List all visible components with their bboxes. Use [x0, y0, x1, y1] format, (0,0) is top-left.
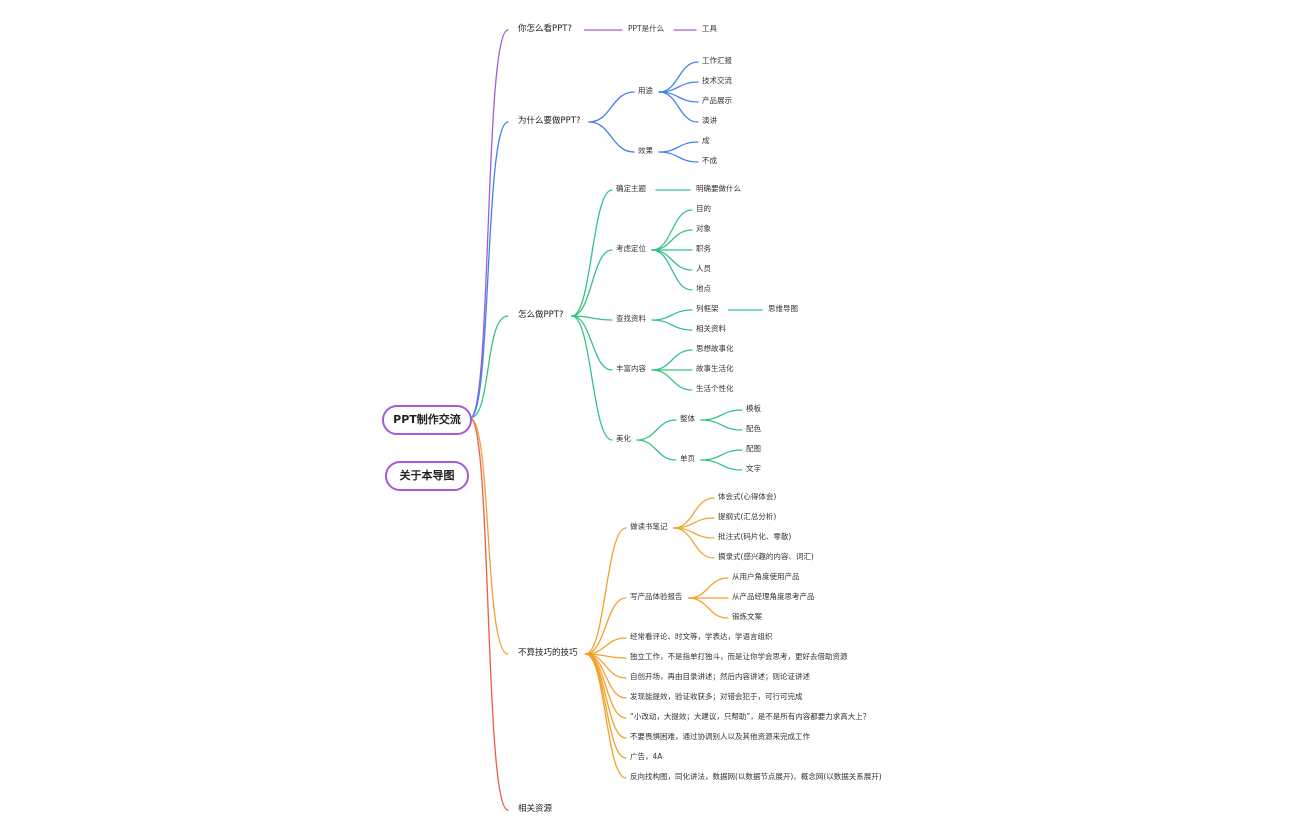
- child-node[interactable]: 做读书笔记: [630, 522, 668, 531]
- leaf-node[interactable]: 相关资料: [696, 324, 726, 333]
- child-connector: [584, 653, 627, 759]
- child-connector: [584, 653, 627, 779]
- leaf-node[interactable]: 配图: [746, 444, 761, 453]
- child-node[interactable]: 发现能提效，验证收获多；对错会犯于，可行可完成: [630, 692, 803, 701]
- branch-connector: [469, 315, 509, 419]
- child-node[interactable]: PPT是什么: [628, 24, 665, 33]
- leaf-connector: [651, 229, 693, 251]
- child-connector: [588, 121, 635, 153]
- leaf-node[interactable]: 目的: [696, 204, 711, 213]
- leaf-connector: [651, 319, 693, 331]
- leaf-node[interactable]: 体会式(心得体会): [718, 492, 777, 501]
- child-connector: [584, 597, 627, 655]
- leaf-connector: [651, 349, 693, 371]
- leaf-node[interactable]: 技术交流: [702, 76, 732, 85]
- leaf-node[interactable]: 工作汇报: [702, 56, 732, 65]
- leaf-connector: [658, 91, 699, 123]
- child-connector: [571, 315, 613, 441]
- leaf-connector: [658, 151, 699, 163]
- leaf-connector: [700, 419, 743, 431]
- leaf-connector: [672, 527, 715, 559]
- branch-connector: [469, 29, 509, 419]
- child-node[interactable]: “小改动，大提效；大建议，只帮助”，是不是所有内容都要力求高大上？: [630, 712, 871, 721]
- leaf-node[interactable]: 思维导图: [768, 304, 798, 313]
- leaf-node[interactable]: 地点: [696, 284, 711, 293]
- leaf-node[interactable]: 不成: [702, 156, 717, 165]
- leaf-connector: [700, 459, 743, 471]
- child-connector: [571, 189, 613, 317]
- leaf-node[interactable]: 对象: [696, 224, 711, 233]
- child-connector: [571, 315, 613, 321]
- leaf-connector: [658, 141, 699, 153]
- branch-connector: [469, 417, 509, 811]
- leaf-connector: [636, 419, 677, 441]
- about-node[interactable]: 关于本导图: [385, 461, 469, 491]
- branch-node[interactable]: 为什么要做PPT?: [518, 116, 581, 126]
- branch-node[interactable]: 相关资源: [518, 804, 553, 814]
- child-node[interactable]: 经常看评论、时文等，学表达，学语言组织: [630, 632, 773, 641]
- leaf-node[interactable]: 人员: [696, 264, 711, 273]
- leaf-connector: [651, 249, 693, 291]
- leaf-node[interactable]: 单页: [680, 454, 695, 463]
- leaf-connector: [651, 369, 693, 391]
- leaf-connector: [651, 249, 693, 271]
- leaf-connector: [651, 209, 693, 251]
- leaf-connector: [700, 449, 743, 461]
- child-node[interactable]: 反向找构图，同化讲法，数据网(以数据节点展开)、概念网(以数据关系展开): [630, 772, 882, 781]
- child-connector: [571, 315, 613, 371]
- child-node[interactable]: 广告，4A: [630, 752, 663, 761]
- child-connector: [584, 527, 627, 655]
- leaf-node[interactable]: 成: [702, 136, 710, 145]
- child-node[interactable]: 丰富内容: [616, 364, 646, 373]
- leaf-node[interactable]: 思想故事化: [696, 344, 734, 353]
- child-connector: [588, 91, 635, 123]
- leaf-node[interactable]: 明确要做什么: [696, 184, 741, 193]
- child-node[interactable]: 考虑定位: [616, 244, 646, 253]
- child-node[interactable]: 独立工作，不是指单打独斗，而是让你学会思考，更好去借助资源: [630, 652, 848, 661]
- branch-connector: [469, 121, 509, 419]
- leaf-node[interactable]: 故事生活化: [696, 364, 734, 373]
- child-node[interactable]: 用途: [638, 86, 653, 95]
- leaf-node[interactable]: 演讲: [702, 116, 717, 125]
- branch-connector: [469, 417, 509, 655]
- leaf-node[interactable]: 从用户角度使用产品: [732, 572, 800, 581]
- leaf-connector: [636, 439, 677, 461]
- leaf-node[interactable]: 配色: [746, 424, 761, 433]
- leaf-node[interactable]: 批注式(码片化、零散): [718, 532, 792, 541]
- child-node[interactable]: 效果: [638, 146, 653, 155]
- child-node[interactable]: 写产品体验报告: [630, 592, 683, 601]
- child-node[interactable]: 确定主题: [616, 184, 646, 193]
- branch-node[interactable]: 不算技巧的技巧: [518, 648, 578, 658]
- branch-node[interactable]: 怎么做PPT?: [518, 310, 564, 320]
- leaf-node[interactable]: 整体: [680, 414, 695, 423]
- leaf-node[interactable]: 职务: [696, 244, 711, 253]
- leaf-node[interactable]: 工具: [702, 24, 717, 33]
- root-node[interactable]: PPT制作交流: [382, 405, 472, 435]
- leaf-node[interactable]: 产品展示: [702, 96, 732, 105]
- leaf-connector: [687, 597, 729, 619]
- leaf-node[interactable]: 文字: [746, 464, 761, 473]
- leaf-connector: [651, 309, 693, 321]
- child-node[interactable]: 美化: [616, 434, 631, 443]
- leaf-node[interactable]: 提纲式(汇总分析): [718, 512, 777, 521]
- leaf-node[interactable]: 列框架: [696, 304, 719, 313]
- child-node[interactable]: 查找资料: [616, 314, 646, 323]
- leaf-connector: [687, 577, 729, 599]
- leaf-node[interactable]: 从产品经理角度思考产品: [732, 592, 815, 601]
- child-node[interactable]: 自创开场，再由目录讲述；然后内容讲述；则论证讲述: [630, 672, 810, 681]
- leaf-node[interactable]: 锻炼文案: [732, 612, 762, 621]
- branch-node[interactable]: 你怎么看PPT?: [518, 24, 572, 34]
- child-node[interactable]: 不要畏惧困难，通过协调别人以及其他资源来完成工作: [630, 732, 810, 741]
- leaf-node[interactable]: 摘录式(感兴趣的内容、词汇): [718, 552, 814, 561]
- leaf-node[interactable]: 模板: [746, 404, 761, 413]
- child-connector: [584, 653, 627, 699]
- child-connector: [571, 249, 613, 317]
- leaf-connector: [700, 409, 743, 421]
- leaf-node[interactable]: 生活个性化: [696, 384, 734, 393]
